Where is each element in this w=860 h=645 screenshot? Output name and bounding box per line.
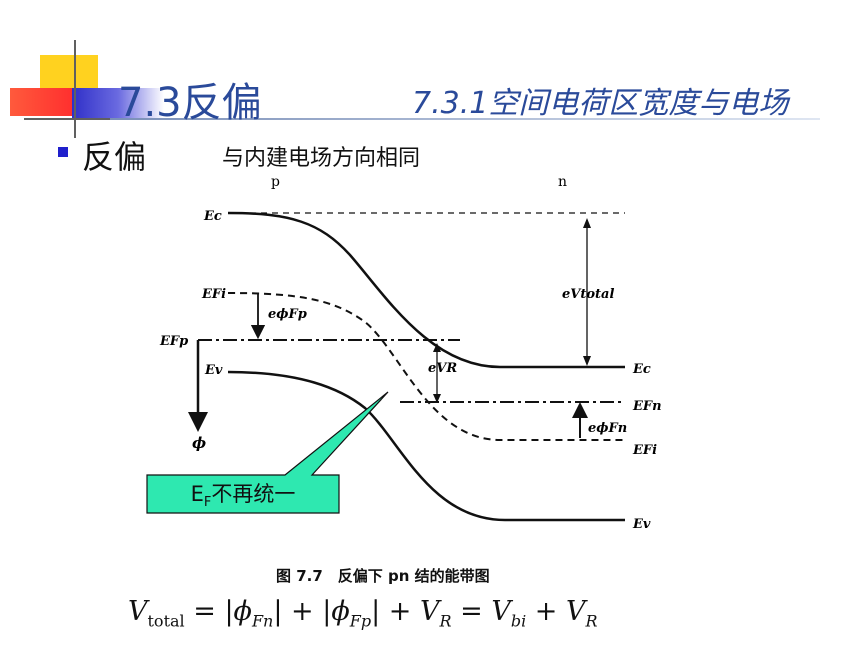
efp-label: EFp bbox=[159, 334, 188, 349]
region-p-label: p bbox=[271, 174, 280, 190]
e-vtotal-bottom-arrowhead bbox=[583, 356, 591, 366]
efi-right-label: EFi bbox=[632, 443, 657, 458]
slide-title: 7.3反偏 bbox=[118, 80, 262, 126]
region-n-label: n bbox=[558, 174, 567, 190]
efn-label: EFn bbox=[632, 399, 662, 414]
efi-dashed-curve bbox=[227, 292, 625, 441]
ev-left-label: Ev bbox=[204, 363, 223, 378]
bullet-description: 与内建电场方向相同 bbox=[222, 146, 421, 171]
callout-box bbox=[146, 391, 389, 514]
ev-right-label: Ev bbox=[632, 517, 651, 532]
title-underline bbox=[110, 118, 820, 120]
title-deco-horizontal-line bbox=[24, 118, 114, 120]
e-vtotal-label: eVtotal bbox=[562, 287, 614, 302]
bullet-term: 反偏 bbox=[82, 138, 147, 176]
ec-right-label: Ec bbox=[632, 362, 651, 377]
e-vr-bottom-arrowhead bbox=[433, 394, 441, 403]
e-vr-top-arrowhead bbox=[433, 343, 441, 352]
title-deco-blue-bar bbox=[72, 88, 164, 120]
e-vr-label: eVR bbox=[428, 361, 457, 376]
e-phi-fn-label: eϕFn bbox=[588, 421, 627, 436]
e-vtotal-top-arrowhead bbox=[583, 218, 591, 228]
bullet-square-icon bbox=[58, 147, 68, 157]
callout-label: EF不再统一 bbox=[190, 482, 296, 511]
ec-band-curve bbox=[227, 211, 625, 369]
ec-left-label: Ec bbox=[203, 209, 222, 224]
efi-left-label: EFi bbox=[201, 287, 226, 302]
figure-caption: 图 7.7 反偏下 pn 结的能带图 bbox=[276, 567, 490, 585]
subsection-title: 7.3.1空间电荷区宽度与电场 bbox=[412, 86, 789, 121]
e-phi-fp-label: eϕFp bbox=[268, 307, 307, 322]
phi-label: ϕ bbox=[192, 434, 206, 452]
voltage-formula: Vtotal = |ϕFn| + |ϕFp| + VR = Vbi + VR bbox=[128, 596, 598, 631]
title-deco-vertical-line bbox=[74, 40, 76, 138]
